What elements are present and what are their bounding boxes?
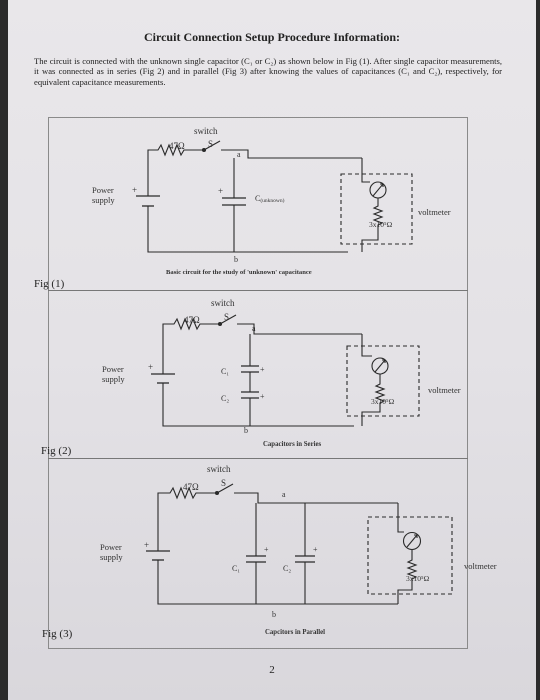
fig1-power-label: Power (92, 185, 114, 195)
svg-text:+: + (313, 545, 318, 554)
svg-text:+: + (260, 365, 265, 374)
fig1-switch-letter: S (208, 139, 213, 149)
figures-frame (48, 117, 468, 649)
circuit-diagrams: switch 47Ω S a b Power supply C(unknown)… (92, 126, 497, 636)
fig2-resistor-label: 47Ω (184, 315, 200, 325)
fig1-caption: Basic circuit for the study of 'unknown'… (166, 269, 312, 276)
fig2-voltmeter-label: voltmeter (428, 385, 461, 395)
fig3-power-label: Power (100, 542, 122, 552)
fig1-supply-label: supply (92, 195, 115, 205)
fig1-node-b: b (234, 255, 238, 264)
fig3-c1-label: C₁ (232, 564, 240, 573)
page-title: Circuit Connection Setup Procedure Infor… (144, 30, 400, 44)
fig3-circuit: switch 47Ω S a b Power supply C₁ C₂ 3x10… (100, 464, 497, 636)
fig2-divider (48, 458, 468, 459)
fig2-node-b: b (244, 426, 248, 435)
fig1-meter-resistance: 3x10⁵Ω (369, 220, 393, 229)
document-page: Circuit Connection Setup Procedure Infor… (8, 0, 536, 700)
fig2-c1-label: C₁ (221, 367, 229, 376)
fig2-caption: Capacitors in Series (263, 441, 322, 448)
fig3-voltmeter-label: voltmeter (464, 561, 497, 571)
fig1-switch-label: switch (194, 126, 218, 136)
fig2-c2-label: C₂ (221, 394, 229, 403)
fig3-node-b: b (272, 610, 276, 619)
fig3-switch-label: switch (207, 464, 231, 474)
fig1-circuit: switch 47Ω S a b Power supply C(unknown)… (92, 126, 451, 276)
fig3-switch-letter: S (221, 478, 226, 488)
fig3-resistor-label: 47Ω (183, 482, 199, 492)
fig1-voltmeter-label: voltmeter (418, 207, 451, 217)
fig2-label: Fig (2) (41, 445, 72, 457)
svg-text:+: + (144, 540, 149, 550)
svg-text:+: + (260, 392, 265, 401)
svg-text:+: + (218, 186, 223, 196)
page-number: 2 (269, 664, 275, 676)
fig2-power-label: Power (102, 364, 124, 374)
fig2-circuit: switch 47Ω S a b Power supply C₁ C₂ 3x10… (102, 298, 461, 448)
fig3-node-a: a (282, 490, 286, 499)
fig1-label: Fig (1) (34, 278, 65, 290)
fig1-divider (48, 290, 468, 291)
fig2-switch-label: switch (211, 298, 235, 308)
fig2-supply-label: supply (102, 374, 125, 384)
svg-text:+: + (264, 545, 269, 554)
svg-text:+: + (132, 185, 137, 195)
fig3-c2-label: C₂ (283, 564, 291, 573)
fig1-node-a: a (237, 150, 241, 159)
fig3-label: Fig (3) (42, 628, 73, 640)
fig3-supply-label: supply (100, 552, 123, 562)
fig1-cap-label: C(unknown) (255, 194, 285, 204)
fig3-meter-resistance: 3x10⁵Ω (406, 574, 430, 583)
fig2-switch-letter: S (224, 312, 229, 322)
svg-text:+: + (148, 362, 153, 372)
fig3-caption: Capcitors in Parallel (265, 629, 325, 636)
intro-paragraph: The circuit is connected with the unknow… (34, 56, 502, 87)
